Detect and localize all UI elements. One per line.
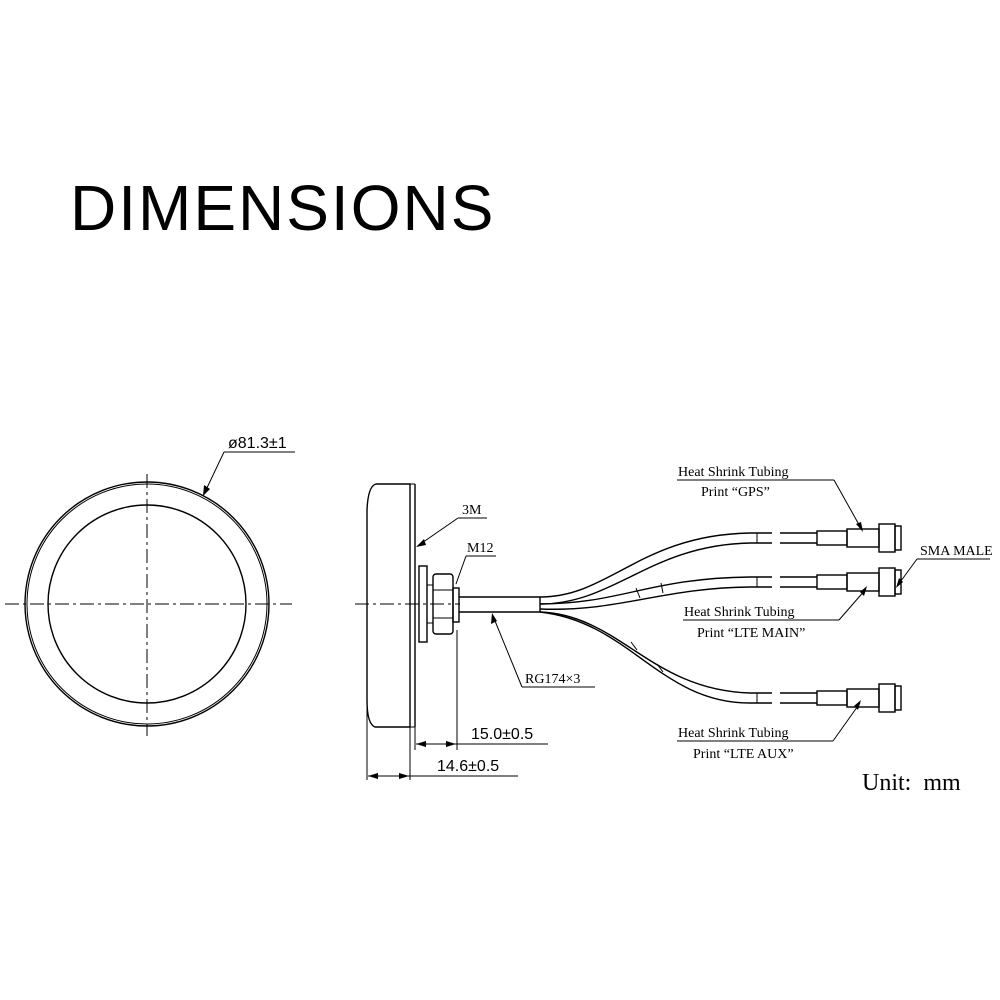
antenna-body — [366, 483, 411, 728]
sma-connector-gps — [878, 523, 896, 553]
heat-shrink-lte-main — [846, 572, 880, 592]
gps-label-line2: Print “GPS” — [701, 485, 770, 500]
sma-male-callout: SMA MALE — [896, 544, 993, 588]
heat-shrink-lte-aux — [846, 688, 880, 708]
cable-lte-aux: Heat Shrink Tubing Print “LTE AUX” — [539, 611, 902, 762]
sma-connector-lte-aux — [878, 683, 896, 713]
thread-label: M12 — [467, 541, 493, 556]
heat-shrink-gps — [846, 528, 880, 548]
diameter-label: ø81.3±1 — [228, 435, 287, 452]
page-title: DIMENSIONS — [70, 172, 496, 244]
adhesive-label: 3M — [462, 503, 482, 518]
cable-gps: Heat Shrink Tubing Print “GPS” — [539, 465, 902, 605]
side-view: 3M M12 RG174×3 15.0±0.5 14.6±0.5 — [355, 483, 595, 780]
dim-inner-label: 15.0±0.5 — [471, 726, 533, 743]
cable-lte-main: Heat Shrink Tubing Print “LTE MAIN” — [539, 567, 902, 641]
cable-label: RG174×3 — [525, 672, 580, 687]
lte-aux-label-line2: Print “LTE AUX” — [693, 747, 794, 762]
dim-outer-label: 14.6±0.5 — [437, 758, 499, 775]
unit-label: Unit: mm — [862, 770, 961, 796]
gps-label-line1: Heat Shrink Tubing — [678, 465, 788, 480]
top-view: ø81.3±1 — [5, 435, 295, 736]
lte-main-label-line2: Print “LTE MAIN” — [697, 626, 805, 641]
lte-main-label-line1: Heat Shrink Tubing — [684, 605, 794, 620]
connector-label: SMA MALE — [920, 544, 993, 559]
sma-connector-lte-main — [878, 567, 896, 597]
lte-aux-label-line1: Heat Shrink Tubing — [678, 726, 788, 741]
